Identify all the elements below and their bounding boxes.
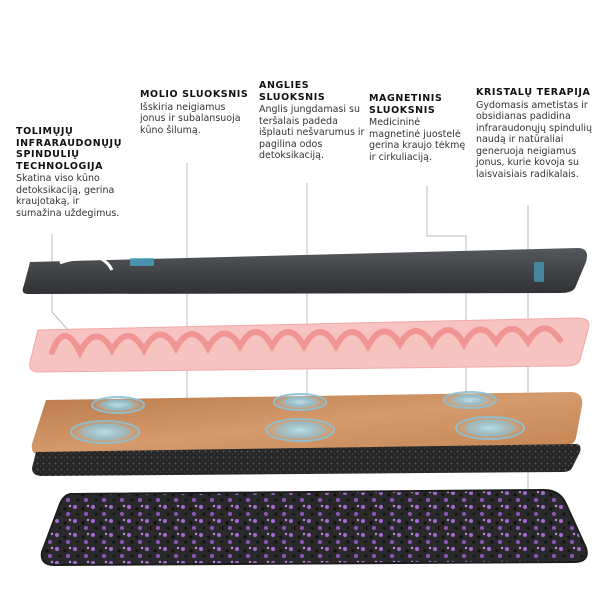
annotation-clay-layer: Molio sluoksnis Išskiria neigiamus jonus… (140, 89, 252, 136)
annotation-title: Magnetinis sluoksnis (369, 93, 443, 116)
annotation-carbon-layer: Anglies sluoksnis Anglis jungdamasi su t… (259, 80, 371, 162)
crystal-layer (40, 488, 588, 567)
magnet-rings (70, 391, 525, 444)
top-dark-layer (22, 248, 587, 294)
annotation-title: Kristalų terapija (476, 87, 591, 98)
annotation-title: Molio sluoksnis (140, 89, 249, 100)
carbon-layer (32, 444, 581, 476)
annotation-title: Tolimųjų infraraudonųjų spindulių techno… (16, 126, 123, 172)
clay-magnetic-layer (31, 391, 583, 455)
annotation-description: Skatina viso kūno detoksikaciją, gerina … (16, 173, 120, 219)
annotation-magnetic-layer: Magnetinis sluoksnis Medicininė magnetin… (369, 93, 467, 163)
annotation-title: Anglies sluoksnis (259, 80, 326, 103)
annotation-far-infrared: Tolimųjų infraraudonųjų spindulių techno… (16, 126, 126, 219)
leader-line-magnetic (426, 186, 467, 400)
annotation-description: Medicininė magnetinė juostelė gerina kra… (369, 117, 466, 163)
annotation-description: Išskiria neigiamus jonus ir subalansuoja… (140, 101, 241, 136)
annotation-crystal-therapy: Kristalų terapija Gydomasis ametistas ir… (476, 87, 596, 180)
annotation-description: Gydomasis ametistas ir obsidianas padidi… (476, 99, 593, 180)
annotation-description: Anglis jungdamasi su teršalais padeda iš… (259, 104, 365, 161)
leader-line-far-infrared (51, 234, 69, 331)
far-infrared-layer (29, 317, 590, 373)
